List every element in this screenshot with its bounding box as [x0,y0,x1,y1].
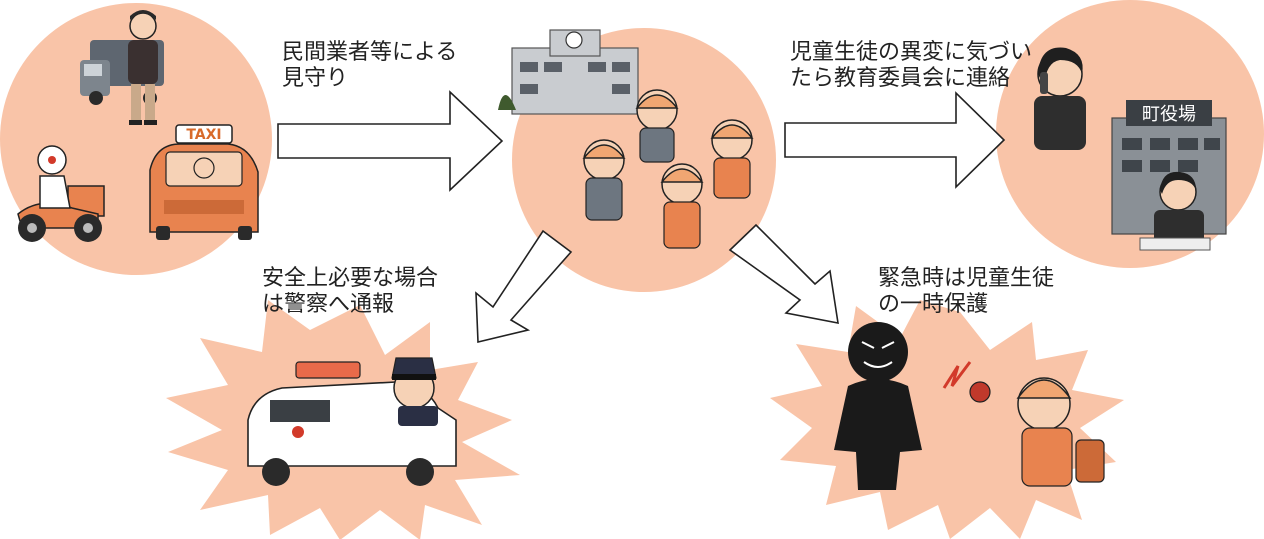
private-watch-line-1: 民間業者等による [282,40,458,65]
notify-police-line-1: 安全上必要な場合 [262,266,439,291]
taxi-sign-text: TAXI [186,127,221,143]
report-board-label: 児童生徒の異変に気づい たら教育委員会に連絡 [790,40,1032,92]
town-hall-sign: 町役場 [1142,104,1196,125]
delivery-man-icon [128,10,158,125]
police-officer-icon [391,357,438,426]
school-building-icon [498,29,639,115]
protect-children-line-1: 緊急時は児童生徒 [878,266,1055,291]
arrow-to-protection [728,223,839,324]
board-of-education-group: 町役場 [996,0,1264,268]
private-watch-label: 民間業者等による 見守り [282,40,457,92]
schoolchildren-group-icon [582,89,754,249]
report-board-line-1: 児童生徒の異変に気づい [790,40,1033,65]
phone-caller-icon [1034,47,1086,150]
office-worker-icon [1139,171,1211,251]
notify-police-line-2: は警察へ通報 [262,292,395,317]
danger-burst [770,300,1124,539]
private-businesses-group: TAXI [0,3,272,275]
report-board-line-2: たら教育委員会に連絡 [790,66,1011,91]
taxi-icon: TAXI [149,124,259,240]
notify-police-label: 安全上必要な場合 は警察へ通報 [262,266,438,318]
protect-children-label: 緊急時は児童生徒 の一時保護 [878,266,1054,318]
suspicious-person-icon [834,322,922,490]
mail-scooter-icon [17,145,105,242]
children-group [498,28,776,292]
protect-children-line-2: の一時保護 [878,292,989,317]
child-with-alarm-icon [942,361,1105,487]
danger-group [770,300,1124,539]
arrow-to-board-of-education [784,91,1006,189]
police-group [166,300,520,539]
arrow-to-police [475,229,573,344]
private-watch-line-2: 見守り [282,66,349,91]
arrow-to-children [277,90,504,192]
